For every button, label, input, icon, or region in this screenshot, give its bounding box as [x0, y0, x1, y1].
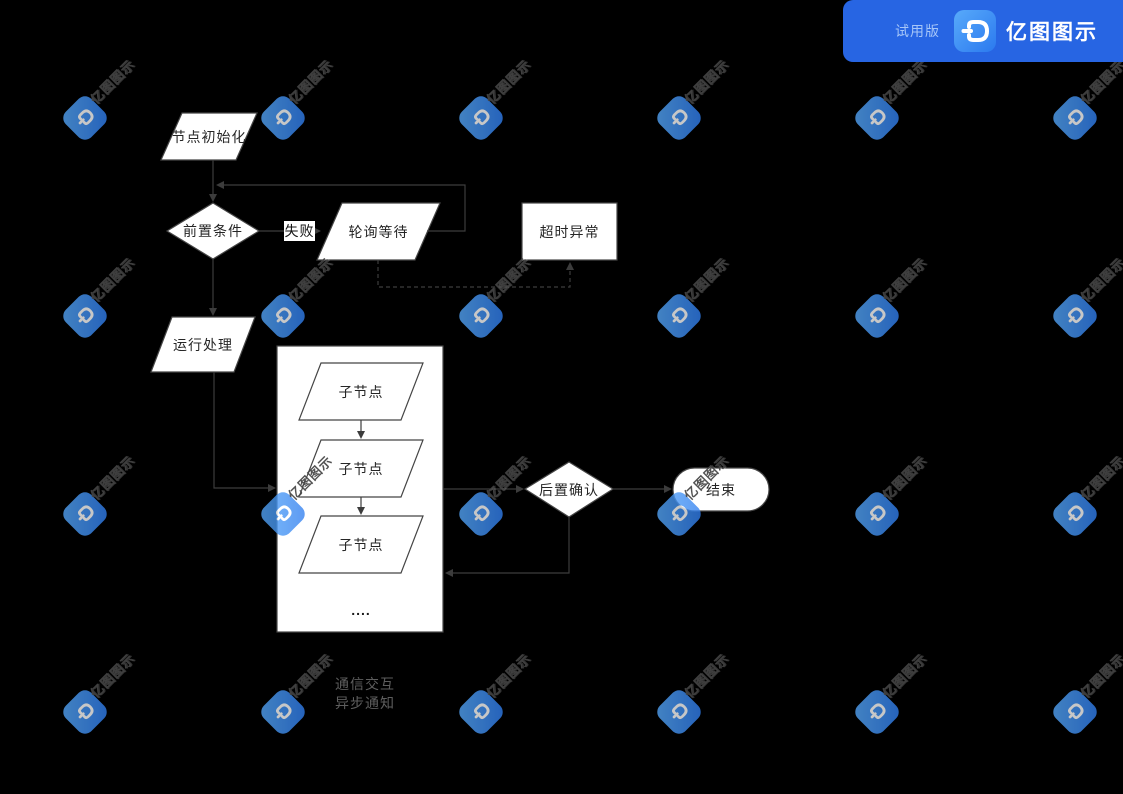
async-dashed-connector — [377, 260, 571, 288]
legend-async-label: 异步通知 — [335, 695, 395, 711]
ellipsis-label: .... — [351, 602, 371, 618]
trial-banner[interactable]: 试用版 亿图图示 — [843, 0, 1123, 62]
node-timeout-shape[interactable] — [521, 202, 618, 261]
arrowheads — [209, 181, 672, 577]
app-name: 亿图图示 — [1006, 21, 1098, 44]
connectors — [212, 160, 664, 574]
legend-communication-label: 通信交互 — [335, 676, 395, 692]
app-logo-icon — [954, 10, 996, 52]
node-polling-shape[interactable] — [316, 202, 441, 261]
node-child-2-shape[interactable] — [298, 439, 424, 498]
edge-label-fail[interactable]: 失败 — [284, 221, 315, 241]
trial-badge: 试用版 — [895, 23, 940, 39]
node-end-shape[interactable] — [672, 467, 770, 512]
node-init-shape[interactable] — [160, 112, 258, 161]
node-postconfirm-shape[interactable] — [523, 461, 615, 518]
node-precondition-shape[interactable] — [165, 202, 261, 260]
node-run-shape[interactable] — [150, 316, 256, 373]
node-child-1-shape[interactable] — [298, 362, 424, 421]
node-child-3-shape[interactable] — [298, 515, 424, 574]
